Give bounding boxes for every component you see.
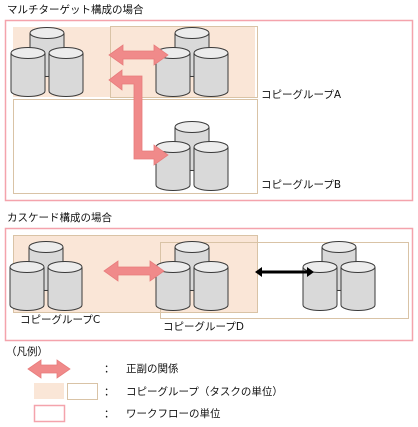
- legend-text-1: 正副の関係: [126, 363, 179, 375]
- legend-title: （凡例）: [6, 346, 48, 358]
- legend-group-border-swatch: [67, 383, 98, 400]
- section-title-cascade: カスケード構成の場合: [7, 212, 112, 224]
- arrow-cascade-c: [103, 260, 165, 282]
- legend-text-2: コピーグループ（タスクの単位）: [126, 386, 283, 398]
- arrow-primary-secondary-a: [108, 44, 169, 66]
- legend-workflow-swatch: [33, 404, 66, 423]
- workflow-frame-multitarget: [4, 19, 414, 202]
- arrow-cascade-d: [255, 267, 314, 277]
- copy-group-d-label: コピーグループD: [163, 321, 244, 333]
- disk-stack-cascade-3: [303, 242, 375, 311]
- legend-colon-2: ：: [104, 386, 115, 398]
- legend-arrow-icon: [27, 359, 71, 379]
- legend-group-fill-swatch: [34, 383, 64, 399]
- copy-group-a-label: コピーグループA: [261, 89, 342, 101]
- workflow-frame-cascade: [4, 227, 414, 342]
- section-title-multitarget: マルチターゲット構成の場合: [7, 4, 144, 16]
- legend-text-3: ワークフローの単位: [126, 408, 221, 420]
- copy-group-b-label: コピーグループB: [261, 179, 342, 191]
- copy-group-a-border: [110, 26, 258, 98]
- copy-group-c-label: コピーグループC: [20, 314, 101, 326]
- legend-colon-1: ：: [104, 363, 115, 375]
- arrow-primary-secondary-b: [108, 69, 169, 166]
- legend-colon-3: ：: [104, 408, 115, 420]
